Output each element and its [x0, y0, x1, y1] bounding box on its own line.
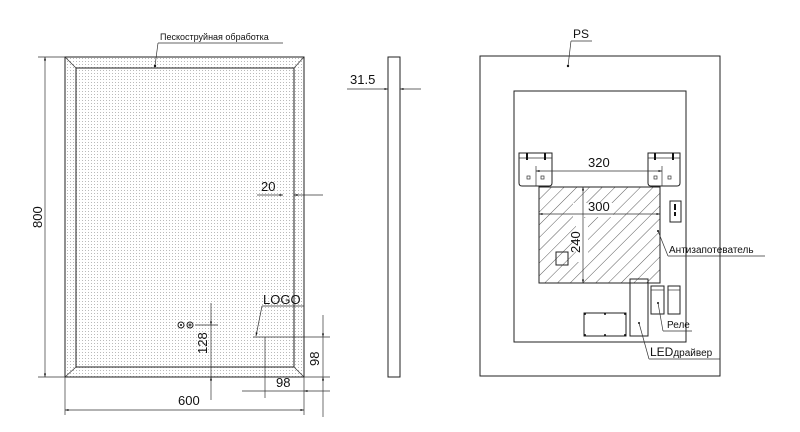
bracket-spacing-dimension: 320 — [588, 155, 610, 170]
depth-dimension: 31.5 — [350, 72, 375, 87]
side-view: 31.5 — [347, 56, 421, 378]
ps-label: PS — [573, 27, 589, 41]
mirror-outer-frame — [64, 56, 305, 378]
led-label: LEDдрайвер — [650, 345, 713, 359]
power-module — [583, 312, 627, 337]
heater-width-dimension: 300 — [588, 199, 610, 214]
led-driver — [629, 278, 649, 337]
back-outer-frame — [479, 55, 721, 377]
led-text: LED — [650, 345, 674, 359]
relay-label: Реле — [667, 320, 690, 331]
width-dimension: 600 — [178, 393, 200, 408]
relay-2 — [667, 285, 681, 315]
touch-buttons — [177, 321, 194, 329]
logo-label: LOGO — [263, 292, 301, 307]
driver-text: драйвер — [673, 348, 712, 359]
back-panel — [513, 90, 687, 343]
left-bracket — [518, 152, 553, 187]
antifog-label: Антизапотеватель — [669, 245, 754, 256]
logo-vertical-dimension: 98 — [307, 352, 322, 366]
heater-height-dimension: 240 — [568, 231, 583, 253]
logo-horizontal-dimension: 98 — [276, 375, 290, 390]
buttons-dimension: 128 — [195, 332, 210, 354]
switch-module — [669, 200, 682, 223]
relay — [650, 285, 665, 315]
mirror-side-profile — [387, 56, 401, 378]
height-dimension: 800 — [30, 206, 45, 228]
front-view: Пескоструйная обработка 800 600 20 128 L… — [30, 32, 330, 417]
border-dimension: 20 — [261, 179, 275, 194]
back-view: PS 320 300 240 Антизапотевате — [479, 27, 765, 377]
heater-connector — [555, 251, 569, 266]
sandblast-label: Пескоструйная обработка — [160, 32, 269, 42]
mirror-inner-area — [75, 67, 295, 368]
right-bracket — [647, 152, 681, 187]
